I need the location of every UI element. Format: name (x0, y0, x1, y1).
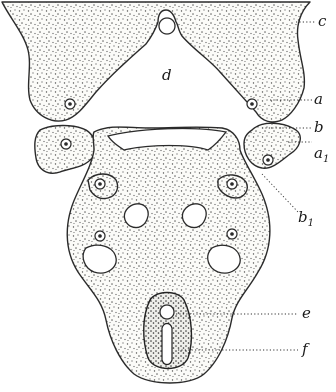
label-f: f (301, 340, 310, 358)
upper-right-nucleus (247, 99, 257, 109)
label-b1: b1 (298, 208, 314, 229)
label-b1-sub: 1 (308, 218, 314, 229)
label-e: e (302, 304, 311, 322)
label-d: d (162, 66, 172, 84)
right-lower-cavity (208, 245, 240, 273)
upper-left-nucleus (65, 99, 75, 109)
right-lobe-nucleus (263, 155, 273, 165)
left-inner-cavity (124, 204, 148, 228)
notochord (160, 305, 174, 319)
notch-loop (159, 18, 175, 34)
label-a: a (314, 90, 323, 108)
left-hook-nucleus (95, 179, 105, 189)
left-mid-nucleus (95, 231, 105, 241)
label-b: b (314, 118, 324, 136)
label-a1: a1 (314, 144, 329, 165)
left-lobe-nucleus (61, 139, 71, 149)
label-c: c (318, 12, 327, 30)
right-inner-cavity (182, 204, 206, 228)
leader-b1 (262, 174, 298, 212)
label-b1-base: b (298, 208, 308, 226)
right-mid-nucleus (227, 229, 237, 239)
left-lower-cavity (83, 245, 116, 273)
label-a1-base: a (314, 144, 323, 162)
neural-canal (162, 324, 172, 365)
label-a1-sub: 1 (323, 154, 329, 165)
upper-mass (2, 2, 310, 122)
right-hook-nucleus (227, 179, 237, 189)
